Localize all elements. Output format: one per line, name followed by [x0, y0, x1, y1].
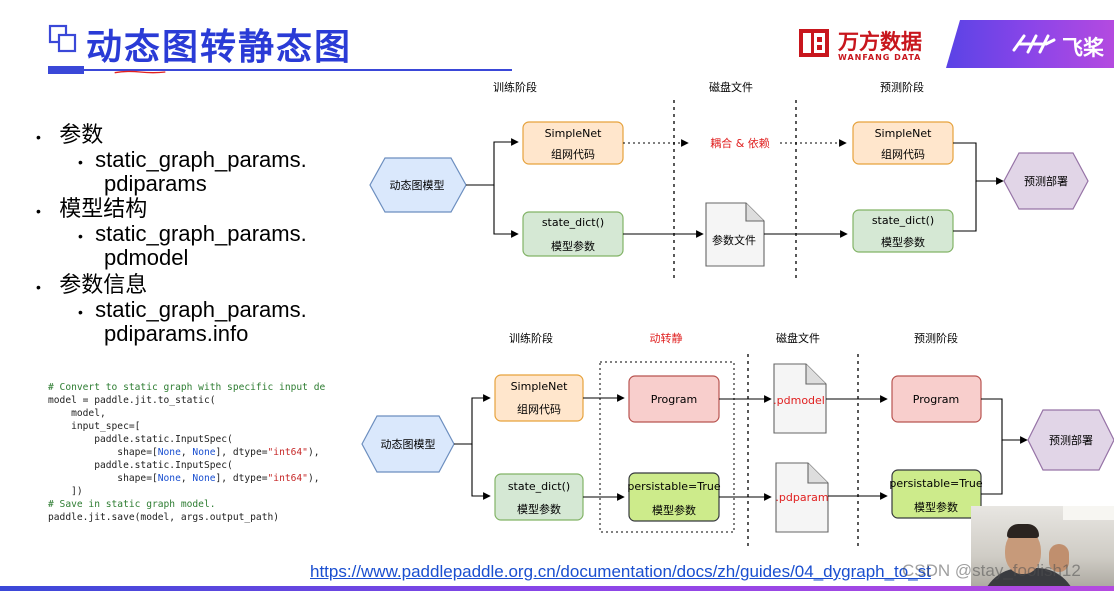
- bottom-dynamic-model-label: 动态图模型: [381, 437, 436, 451]
- docs-link[interactable]: https://www.paddlepaddle.org.cn/document…: [310, 562, 931, 581]
- top-edge-to-statedict: [493, 185, 519, 238]
- top-stage-predict: 预测阶段: [880, 80, 924, 94]
- title-rule-accent: [48, 66, 84, 74]
- top-edge-to-deploy-2: [953, 181, 977, 232]
- bottom-edge-to-deploy-1: [981, 398, 1028, 444]
- top-statedict-sub: 模型参数: [551, 239, 595, 253]
- bullet-item-param-info: • 参数信息: [36, 272, 148, 297]
- bottom-statedict-sub: 模型参数: [517, 502, 561, 516]
- bottom-deploy-node: [1027, 409, 1114, 471]
- sub-bullet-cont: pdiparams.info: [104, 321, 249, 346]
- bottom-stage-convert: 动转静: [650, 331, 683, 345]
- bottom-predict-persistable-sub: 模型参数: [914, 500, 958, 514]
- top-paramfile-label: 参数文件: [712, 233, 756, 247]
- bottom-pdparam-label: .pdparam: [775, 491, 828, 504]
- paddle-name: 飞桨: [1062, 36, 1104, 60]
- paddle-logo-icon: [1012, 34, 1056, 54]
- top-stage-train: 训练阶段: [493, 80, 537, 94]
- csdn-watermark: CSDN @stay_foolish12: [902, 561, 1081, 580]
- bottom-program-label: Program: [651, 393, 697, 406]
- bottom-stage-train: 训练阶段: [509, 331, 553, 345]
- top-edge-to-simplenet: [466, 138, 519, 186]
- top-dynamic-model-label: 动态图模型: [390, 178, 445, 192]
- sub-bullet: • static_graph_params.: [78, 297, 307, 322]
- title-rule: [48, 69, 512, 71]
- top-edge-to-deploy-1: [953, 142, 1004, 185]
- bottom-statedict-title: state_dict(): [508, 480, 570, 493]
- top-deploy-node: [1003, 152, 1089, 210]
- diagram-bottom: 训练阶段 动转静 磁盘文件 预测阶段 动态图模型 SimpleNet 组网代码 …: [361, 331, 1114, 548]
- top-stage-disk: 磁盘文件: [709, 80, 753, 94]
- bottom-stage-disk: 磁盘文件: [776, 331, 820, 345]
- bottom-simplenet-sub: 组网代码: [517, 402, 561, 416]
- code-snippet: # Convert to static graph with specific …: [48, 382, 326, 523]
- top-predict-statedict-title: state_dict(): [872, 214, 934, 227]
- sub-bullet: • static_graph_params.: [78, 221, 307, 246]
- bottom-edge-to-statedict: [471, 444, 491, 500]
- top-simplenet-title: SimpleNet: [545, 127, 603, 140]
- top-predict-simplenet-sub: 组网代码: [881, 147, 925, 161]
- bottom-edge-to-simplenet: [454, 394, 491, 445]
- bottom-persistable-sub: 模型参数: [652, 503, 696, 517]
- bottom-edge-to-deploy-2: [981, 440, 1003, 495]
- sub-bullet-cont: pdiparams: [104, 171, 207, 196]
- top-predict-simplenet-title: SimpleNet: [875, 127, 933, 140]
- bottom-pdmodel-label: .pdmodel: [773, 394, 825, 407]
- page-title: 动态图转静态图: [86, 27, 353, 68]
- bottom-convert-region: [599, 361, 735, 533]
- sub-bullet-cont: pdmodel: [104, 245, 189, 270]
- top-deploy-label: 预测部署: [1024, 174, 1068, 188]
- top-statedict-title: state_dict(): [542, 216, 604, 229]
- wanfang-name: 万方数据: [838, 30, 922, 54]
- sub-bullet: • static_graph_params.: [78, 147, 307, 172]
- bottom-predict-program-label: Program: [913, 393, 959, 406]
- top-coupling-label: 耦合 & 依赖: [710, 136, 770, 150]
- webcam-video: [971, 506, 1114, 591]
- bottom-persistable-title: persistable=True: [627, 480, 720, 493]
- bottom-simplenet-title: SimpleNet: [511, 380, 569, 393]
- bottom-accent-bar: [0, 586, 1114, 591]
- bottom-deploy-label: 预测部署: [1049, 433, 1093, 447]
- wanfang-logo-icon: [799, 29, 829, 57]
- bottom-predict-persistable-title: persistable=True: [889, 477, 982, 490]
- bottom-stage-predict: 预测阶段: [914, 331, 958, 345]
- wanfang-subtitle: WANFANG DATA: [838, 53, 922, 62]
- red-underline-mark: [114, 70, 166, 74]
- title-icon: [48, 24, 77, 53]
- top-predict-statedict-sub: 模型参数: [881, 235, 925, 249]
- bullet-item-model-structure: • 模型结构: [36, 196, 148, 221]
- diagram-top: 训练阶段 磁盘文件 预测阶段 动态图模型 SimpleNet 组网代码 耦合 &…: [369, 80, 1089, 282]
- top-simplenet-sub: 组网代码: [551, 147, 595, 161]
- bullet-item-params: • 参数: [36, 122, 104, 147]
